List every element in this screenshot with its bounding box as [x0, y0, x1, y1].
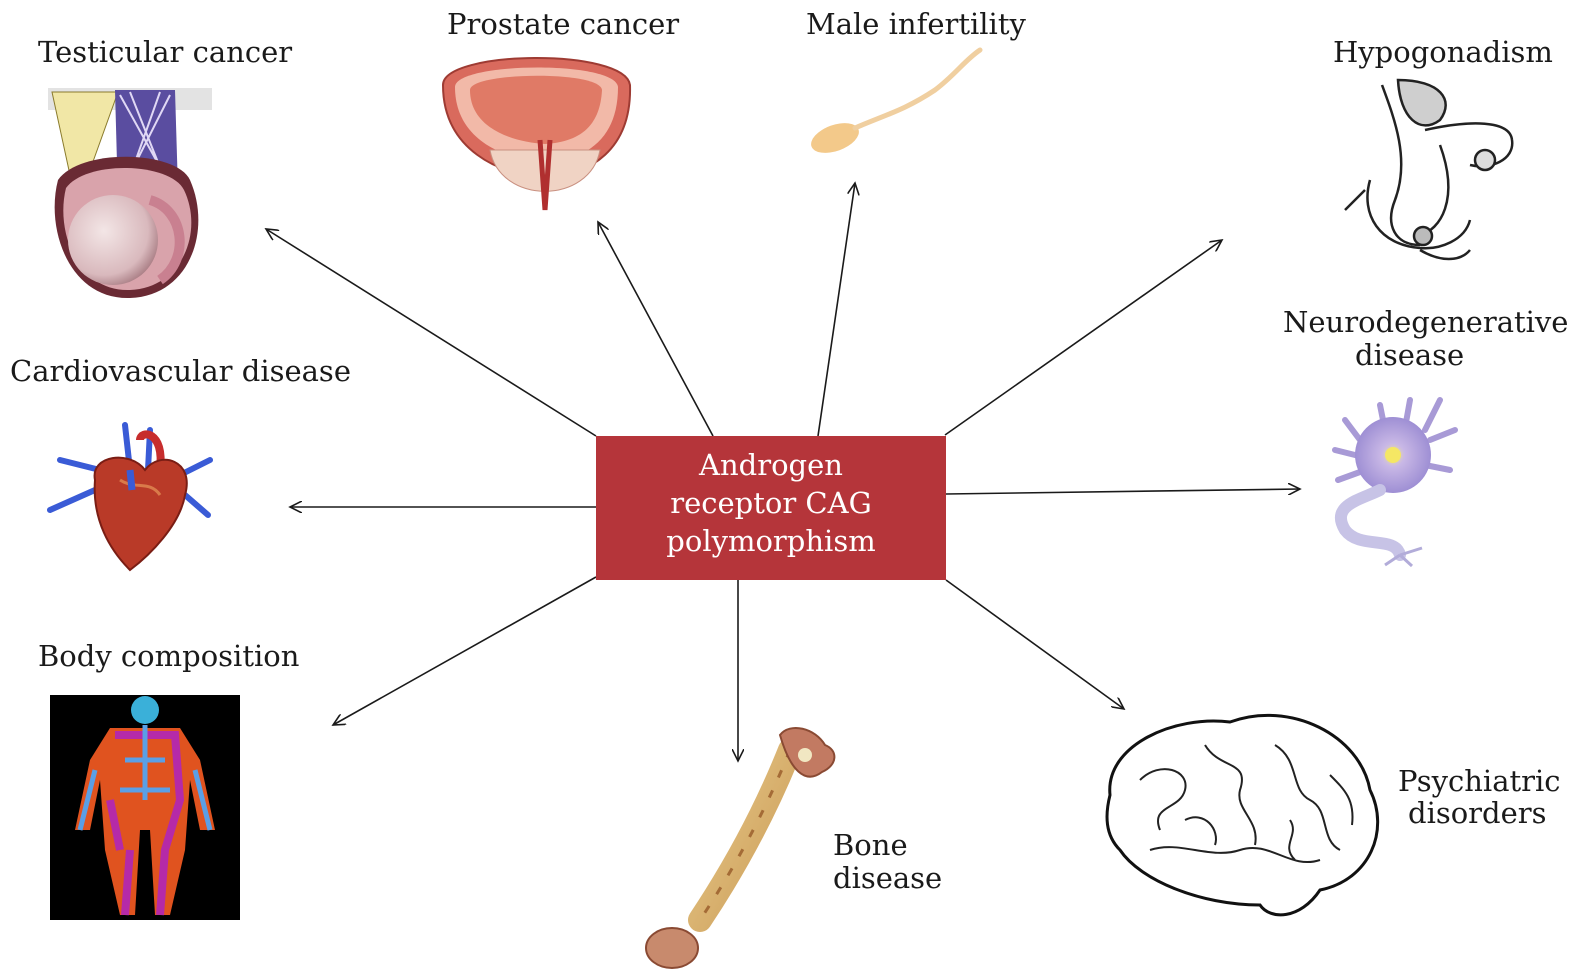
label-cardiovascular-disease: Cardiovascular disease [10, 355, 351, 388]
center-title-line2: receptor CAG [597, 484, 945, 522]
label-psychiatric-line2: disorders [1408, 797, 1547, 830]
label-bone-disease-line1: Bone [833, 829, 908, 862]
brain-illustration [1107, 715, 1378, 915]
label-hypogonadism: Hypogonadism [1333, 36, 1553, 69]
label-male-infertility: Male infertility [806, 8, 1026, 41]
label-bone-disease-line2: disease [833, 862, 942, 895]
arrow-hypogonadism [945, 240, 1222, 435]
prostate-illustration [443, 58, 630, 210]
neuron-illustration [1335, 400, 1455, 566]
arrow-male-infertility [818, 183, 855, 436]
center-title-line3: polymorphism [597, 522, 945, 560]
center-title-line1: Androgen [597, 446, 945, 484]
arrow-testicular-cancer [266, 229, 596, 436]
label-prostate-cancer: Prostate cancer [447, 8, 679, 41]
arrow-prostate-cancer [598, 222, 713, 436]
label-neurodegenerative-line1: Neurodegenerative [1283, 306, 1568, 339]
arrow-body-composition [333, 577, 596, 725]
body-scan-illustration [50, 695, 240, 920]
label-psychiatric-line1: Psychiatric [1398, 765, 1561, 798]
heart-illustration [50, 425, 210, 570]
arrow-neurodegenerative [946, 489, 1300, 494]
femur-bone-illustration [646, 728, 834, 968]
label-body-composition: Body composition [38, 640, 299, 673]
sperm-illustration [807, 50, 980, 159]
male-reproductive-anatomy-illustration [1345, 80, 1512, 259]
label-testicular-cancer: Testicular cancer [38, 36, 292, 69]
arrow-psychiatric [946, 580, 1124, 709]
label-neurodegenerative-line2: disease [1355, 339, 1464, 372]
testis-illustration [48, 88, 212, 298]
